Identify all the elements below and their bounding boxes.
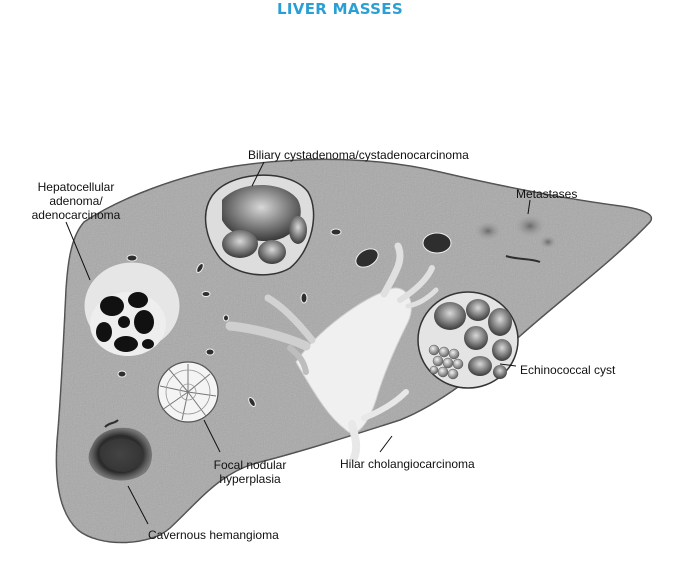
diagram-title: LIVER MASSES [277,0,403,18]
vessel-holes [117,228,452,408]
cavernous-hemangioma-lesion [88,427,152,481]
leader-lines [65,161,531,525]
label-hilar-cholangiocarcinoma: Hilar cholangiocarcinoma [340,457,475,471]
echinococcal-cyst-lesion [417,291,519,389]
label-hepatocellular: Hepatocellular adenoma/ adenocarcinoma [31,180,121,222]
hilar-cholangiocarcinoma-lesion [225,242,439,462]
metastases-lesions [474,214,557,249]
label-cavernous-hemangioma: Cavernous hemangioma [148,528,279,542]
biliary-cystadenoma-lesion [204,174,315,276]
label-focal-nodular-hyperplasia: Focal nodular hyperplasia [213,458,287,486]
label-metastases: Metastases [516,187,578,201]
label-biliary-cystadenoma: Biliary cystadenoma/cystadenocarcinoma [248,148,469,162]
label-echinococcal-cyst: Echinococcal cyst [520,363,616,377]
focal-nodular-hyperplasia-lesion [157,361,219,423]
hepatocellular-lesion [83,261,181,356]
